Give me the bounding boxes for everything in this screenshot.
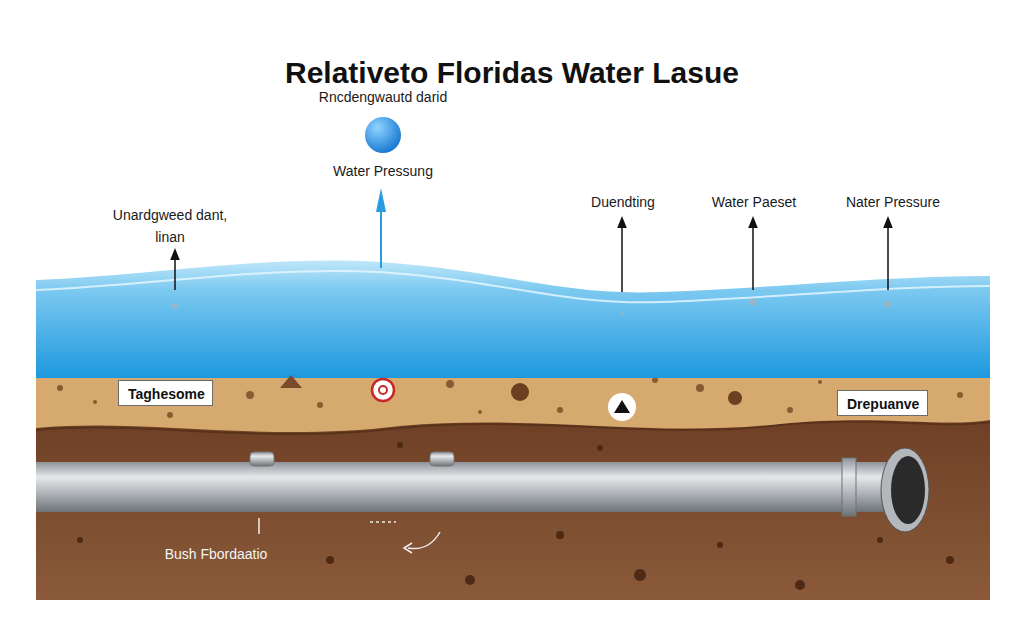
diagram-title: Relativeto Floridas Water Lasue xyxy=(0,56,1024,90)
pebbles xyxy=(57,377,963,418)
circle-symbol xyxy=(372,379,394,401)
pipe-valve xyxy=(250,452,274,466)
leader-line xyxy=(258,518,260,534)
box-label: Drepuanve xyxy=(847,396,918,412)
flow-arrow xyxy=(408,532,440,548)
text-label: Rncdengwautd darid xyxy=(283,86,483,108)
pipe-opening xyxy=(891,456,925,524)
label-box: Drepuanve xyxy=(837,390,928,416)
pressure-ball xyxy=(365,117,401,153)
leader-arrow xyxy=(887,222,889,290)
leader-arrow xyxy=(621,222,623,292)
leader-arrow xyxy=(752,222,754,290)
water-surface xyxy=(36,271,990,302)
pipe xyxy=(36,462,896,512)
text-label: Nater Pressure xyxy=(828,191,958,213)
pipe-joint xyxy=(842,458,856,516)
water-body xyxy=(36,261,990,378)
triangle-symbol xyxy=(280,375,302,388)
circle-symbol xyxy=(379,386,387,394)
text-label: Water Pressung xyxy=(303,160,463,182)
triangle-symbol xyxy=(614,400,630,413)
text-label: Bush Fbordaatio xyxy=(136,543,296,565)
box-label: Taghesome xyxy=(128,386,203,402)
bubbles xyxy=(172,299,892,316)
pipe-rim xyxy=(881,448,929,532)
triangle-badge xyxy=(608,393,636,421)
pressure-arrow xyxy=(376,188,386,212)
text-label: Water Paeset xyxy=(694,191,814,213)
text-label: Duendting xyxy=(568,191,678,213)
flow-arrow xyxy=(404,543,412,553)
soil-layer xyxy=(36,415,990,600)
leader-arrow xyxy=(174,254,176,290)
label-box: Taghesome xyxy=(118,380,213,406)
pipe-valve xyxy=(430,452,454,466)
flow-mark xyxy=(370,521,396,523)
text-label: Unardgweed dant, linan xyxy=(100,204,240,248)
